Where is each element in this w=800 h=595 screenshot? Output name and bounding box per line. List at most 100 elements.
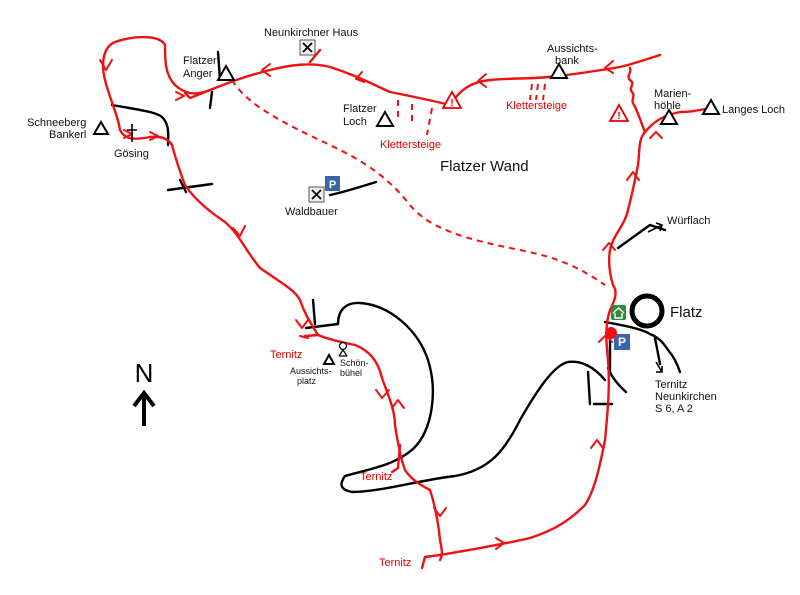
arrow-15 [590,439,604,449]
label-ternitz-south: Ternitz [379,557,411,569]
north-arrow: N [132,358,156,426]
arrow-12 [391,399,405,409]
parking-icon-waldbauer: P [325,176,340,191]
arrow-icon-ternitz-neunkirchen [655,361,663,373]
arrow-7 [123,129,133,139]
warning-icon-marienhoehle [608,103,630,122]
peak-icon-langes-loch [701,97,721,115]
arrow-2 [175,91,185,101]
arrow-5 [477,73,487,88]
dashed-trail-klettersteig-loch [397,100,433,136]
label-wuerflach: Würflach [667,215,710,227]
road-exit-arrows [647,222,664,373]
trail-marienhoehle-zigzag [627,66,647,134]
restaurant-icon-neunkirchner-haus [299,39,316,56]
label-ternitz-neunkirchen-3: S 6, A 2 [655,403,693,415]
hut-icon-flatz [611,305,626,320]
label-flatzer-loch-1: Flatzer [343,103,377,115]
label-schoenbuehel-2: bühel [340,368,362,378]
label-aussichtsplatz-2: platz [297,376,317,386]
trail-neunkirchner-haus [308,48,322,64]
trail-schoenbuehel [316,333,444,562]
label-aussichtsplatz-1: Aussichts- [290,366,332,376]
dashed-trails [231,79,606,286]
you-are-here-marker [605,327,617,339]
arrow-11 [375,389,390,399]
arrow-6 [604,60,614,74]
label-schoenbuehel-1: Schön- [340,358,369,368]
arrow-18 [626,171,640,181]
trail-ternitz-south [420,106,712,570]
north-arrow-icon [132,389,156,426]
peaks [92,61,721,365]
parking-icon-flatz: P [614,334,630,350]
flatz-village-ring [629,293,665,329]
warning-icon-flatzer-loch [441,90,463,109]
label-flatzer-anger-1: Flatzer [183,55,217,67]
trail-anger-east [183,88,212,100]
arrow-8 [149,131,159,141]
arrow-14 [495,537,505,550]
trail-west-loop [101,35,177,147]
label-flatzer-loch-2: Loch [343,116,367,128]
label-flatzer-anger-2: Anger [183,68,213,80]
road-goesing [110,103,170,147]
roads [110,50,682,494]
peak-icon-flatzer-loch [375,109,395,127]
road-schoenbuehel-junction [304,298,340,330]
dashed-trail-klettersteig-bank [529,83,546,101]
label-ternitz-west: Ternitz [270,349,302,361]
arrow-9 [232,225,246,237]
label-ternitz-mid: Ternitz [360,471,392,483]
trail-north-loop [448,53,662,107]
trails [101,35,712,570]
labels: Neunkirchner Haus Flatzer Anger Aussicht… [27,27,785,569]
restaurant-icon-waldbauer [308,186,325,203]
label-marienhoehle-2: höhle [654,100,681,112]
label-schneeberg-bankerl-2: Bankerl [49,129,86,141]
warning-mark-2: ! [617,111,620,122]
label-goesing: Gösing [114,148,149,160]
svg-text:P: P [618,335,626,349]
label-neunkirchner-haus: Neunkirchner Haus [264,27,359,39]
road-waldbauer [328,180,378,197]
label-ternitz-neunkirchen-2: Neunkirchen [655,391,717,403]
road-serpentine [336,301,607,494]
label-flatzer-wand: Flatzer Wand [440,158,529,175]
arrow-20 [299,335,309,339]
label-flatz: Flatz [670,304,703,321]
peak-icon-aussichtsplatz [322,352,336,365]
label-klettersteige-loch: Klettersteige [380,139,441,151]
peak-icon-aussichtsbank [549,61,569,79]
svg-text:P: P [329,179,336,191]
label-klettersteige-bank: Klettersteige [506,100,567,112]
road-wuerflach [616,223,667,250]
arrow-3 [261,63,271,77]
label-marienhoehle-1: Marien- [654,88,692,100]
road-flatz-east [603,320,682,374]
trail-goesing-descent [170,143,320,337]
label-ternitz-neunkirchen-1: Ternitz [655,379,687,391]
label-aussichtsbank-2: bank [555,55,579,67]
cross-icon-goesing [127,124,137,142]
dashed-trail-flatzer-wand [231,79,606,286]
trail-ternitz-west [303,333,320,338]
north-label: N [135,358,154,388]
arrow-icon-wuerflach [647,222,664,233]
arrow-19 [649,131,663,139]
peak-icon-marienhoehle [659,107,679,125]
label-aussichtsbank-1: Aussichts- [547,43,598,55]
label-schneeberg-bankerl-1: Schneeberg [27,117,86,129]
trail-anger-loch [173,63,452,107]
trail-ternitz-mid [390,443,402,474]
label-waldbauer: Waldbauer [285,206,338,218]
peak-icon-schneeberg-bankerl [92,120,110,135]
peak-icon-flatzer-anger [216,63,236,81]
arrow-1 [99,59,113,71]
warning-mark-1: ! [450,98,453,109]
arrow-17 [602,242,616,251]
arrow-13 [433,507,447,517]
viewpoint-icon-schoenbuehel [338,341,348,357]
label-langes-loch: Langes Loch [722,104,785,116]
